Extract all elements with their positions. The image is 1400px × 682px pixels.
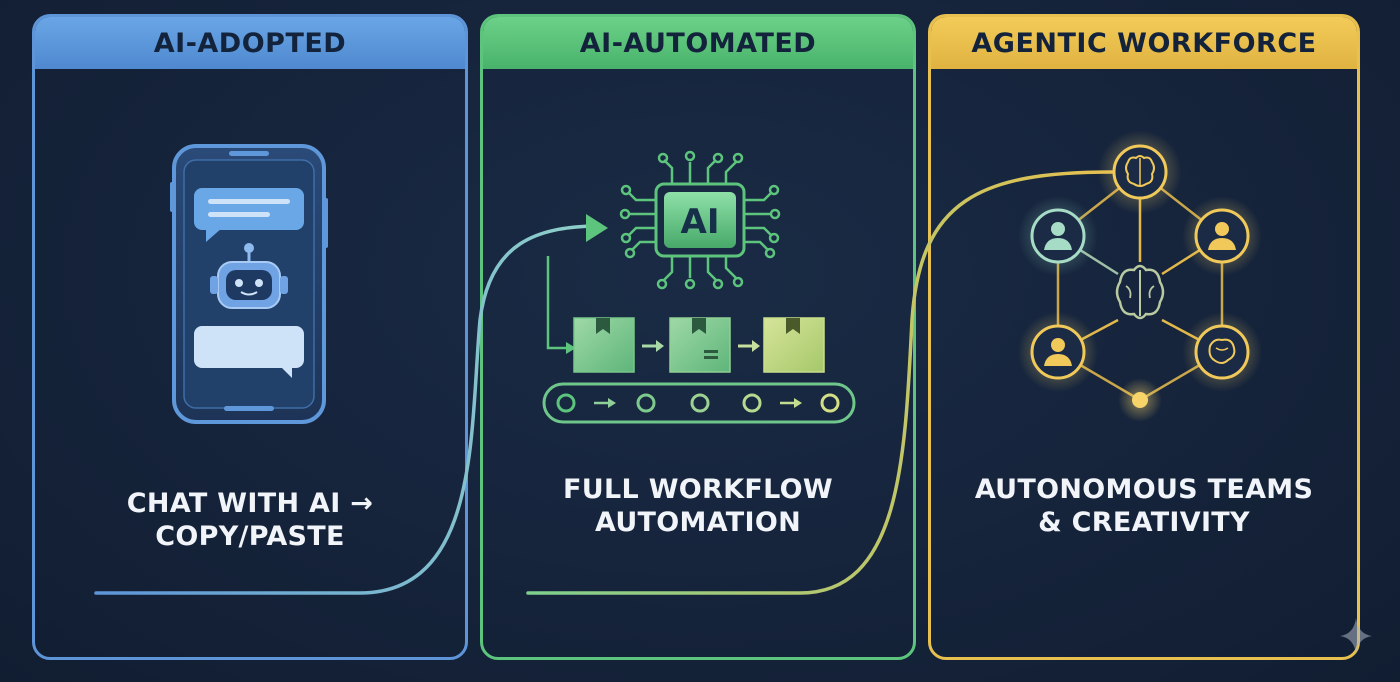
stage-header: AGENTIC WORKFORCE [931,17,1357,69]
stage-caption: AUTONOMOUS TEAMS & CREATIVITY [931,473,1357,539]
stage-header: AI-ADOPTED [35,17,465,69]
stage-panel-ai-automated: AI-AUTOMATED FULL WORKFLOW AUTOMATION [480,14,916,660]
caption-line: AUTONOMOUS TEAMS [974,474,1314,505]
sparkle-icon [1340,618,1372,654]
stage-caption: CHAT WITH AI → COPY/PASTE [35,487,465,553]
stage-panel-agentic-workforce: AGENTIC WORKFORCE AUTONOMOUS TEAMS & CRE… [928,14,1360,660]
stage-header: AI-AUTOMATED [483,17,913,69]
caption-line: AUTOMATION [594,507,802,538]
stage-panel-ai-adopted: AI-ADOPTED CHAT WITH AI → COPY/PASTE [32,14,468,660]
stage-caption: FULL WORKFLOW AUTOMATION [483,473,913,539]
stage-title: AI-AUTOMATED [579,27,817,59]
ai-chip-label-art: AI [681,202,720,242]
caption-line: FULL WORKFLOW [563,474,833,505]
caption-line: & CREATIVITY [1038,507,1250,538]
stage-title: AGENTIC WORKFORCE [971,27,1317,59]
caption-line: CHAT WITH AI → COPY/PASTE [126,488,374,552]
stage-title: AI-ADOPTED [153,27,347,59]
ai-chip-label: AI [681,202,720,242]
